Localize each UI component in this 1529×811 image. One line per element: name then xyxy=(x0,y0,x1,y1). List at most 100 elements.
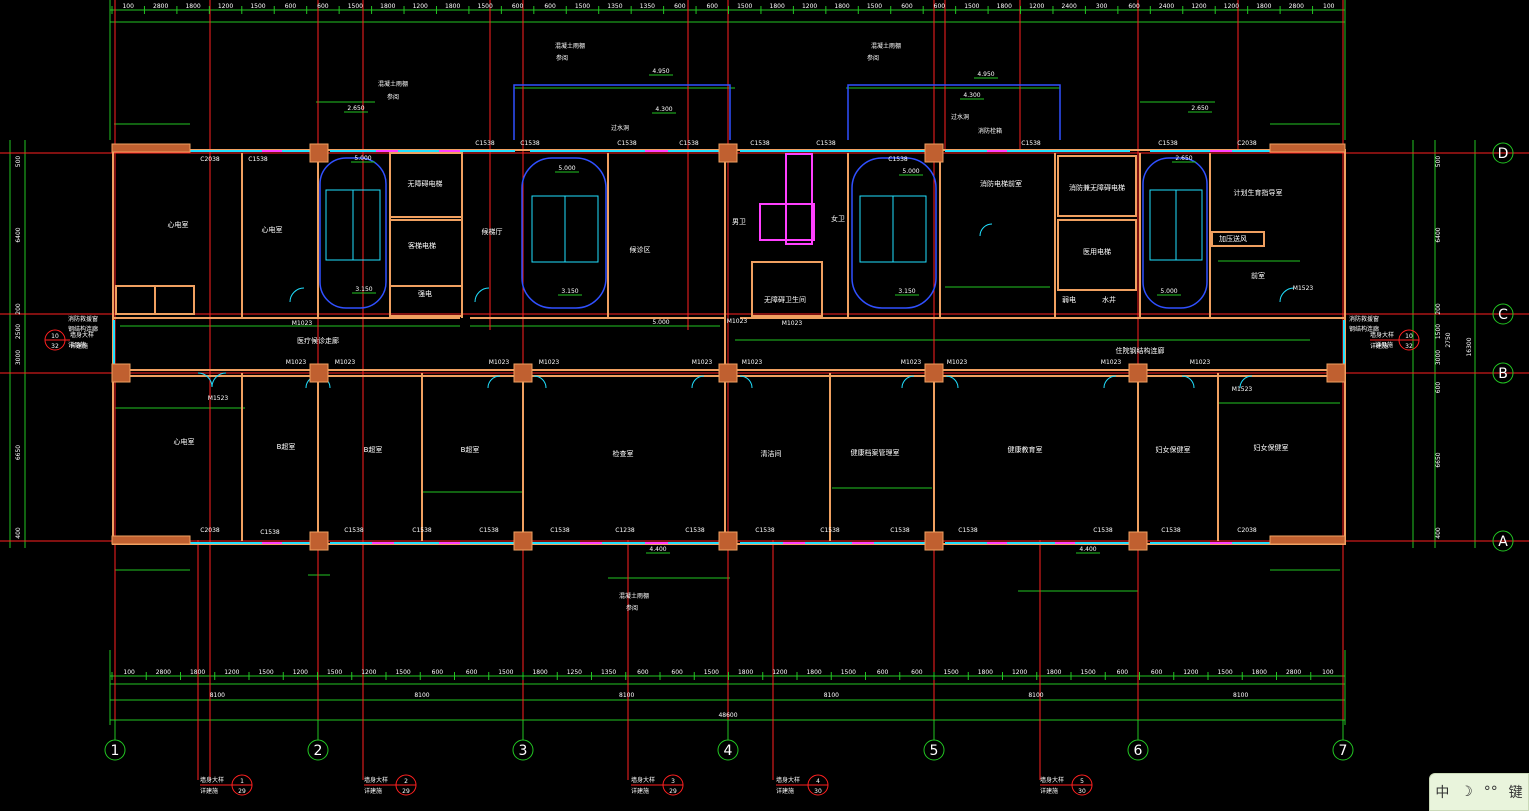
grid-bubble xyxy=(923,739,945,761)
right-dim-text: 2750 xyxy=(1445,332,1452,347)
window-label: C1538 xyxy=(755,527,775,534)
door-label: M1523 xyxy=(208,395,229,402)
grid-bubble xyxy=(512,739,534,761)
bottom-dim-text: 1800 xyxy=(190,669,205,676)
ime-keyboard-icon[interactable]: 键 xyxy=(1508,785,1523,801)
bottom-dim-text: 100 xyxy=(123,669,135,676)
room-label: 妇女保健室 xyxy=(1254,443,1289,452)
grid-bubble xyxy=(717,739,739,761)
top-dim-text: 2800 xyxy=(153,3,168,10)
window-label: C1538 xyxy=(617,140,637,147)
section-tag-sheet: 29 xyxy=(238,788,246,795)
door-label: M1023 xyxy=(1190,359,1211,366)
section-tag-number: 3 xyxy=(671,778,675,785)
window-label: C1538 xyxy=(888,156,908,163)
ime-moon-icon[interactable]: ☽ xyxy=(1460,784,1473,800)
top-dim-text: 300 xyxy=(1096,3,1108,10)
bottom-dim-text: 1500 xyxy=(395,669,410,676)
right-dim-text: 400 xyxy=(1435,527,1442,539)
top-dim-text: 1800 xyxy=(445,3,460,10)
bottom-dim-text: 1500 xyxy=(841,669,856,676)
window-label: C1538 xyxy=(475,140,495,147)
magenta-window-marks xyxy=(262,150,1232,544)
right-dim-text: 16300 xyxy=(1466,337,1473,356)
bottom-dim-text: 1200 xyxy=(1183,669,1198,676)
door-label: M1023 xyxy=(286,359,307,366)
grid-label-row: C xyxy=(1498,307,1508,323)
window-label: C1538 xyxy=(816,140,836,147)
column-markers xyxy=(111,143,1346,551)
bottom-dim-text: 600 xyxy=(1117,669,1129,676)
annotation-text: 混凝土雨棚 xyxy=(378,80,408,88)
annotation-text: 参阅 xyxy=(387,93,399,101)
top-dim-text: 1200 xyxy=(802,3,817,10)
section-tag-sheet: 30 xyxy=(814,788,822,795)
room-label: 妇女保健室 xyxy=(1156,445,1191,454)
top-dim-text: 1500 xyxy=(575,3,590,10)
room-label: B超室 xyxy=(277,442,296,451)
section-tag-number: 10 xyxy=(51,333,59,340)
blue-canopy-outlines xyxy=(319,84,1208,309)
room-label: 健康档案管理室 xyxy=(851,448,900,457)
bottom-dim-text: 1250 xyxy=(567,669,582,676)
grid-label-row: B xyxy=(1498,366,1508,382)
top-dim-text: 600 xyxy=(1128,3,1140,10)
bottom-dim-text: 600 xyxy=(637,669,649,676)
section-tag-number: 2 xyxy=(404,778,408,785)
section-tag-label: 墙身大样 xyxy=(1370,331,1394,339)
top-dim-text: 1500 xyxy=(964,3,979,10)
elevation-value: 3.150 xyxy=(561,288,578,295)
top-dim-text: 600 xyxy=(674,3,686,10)
annotation-text: 钢结构连廊 xyxy=(1349,325,1379,333)
room-label: 前室 xyxy=(1251,271,1265,280)
elevation-value: 2.650 xyxy=(347,105,364,112)
section-tag-sheet: 32 xyxy=(1405,343,1413,350)
top-dim-text: 1500 xyxy=(250,3,265,10)
top-dim-text: 1200 xyxy=(1224,3,1239,10)
bottom-dim-text: 600 xyxy=(877,669,889,676)
door-label: M1523 xyxy=(1293,285,1314,292)
bottom-dim-text: 1800 xyxy=(532,669,547,676)
grid-bubble xyxy=(1492,142,1514,164)
top-dim-text: 600 xyxy=(544,3,556,10)
window-label: C1538 xyxy=(958,527,978,534)
top-dim-text: 1200 xyxy=(218,3,233,10)
ime-punctuation-icon[interactable]: °° xyxy=(1483,784,1498,800)
room-label: 消防兼无障碍电梯 xyxy=(1069,183,1125,192)
room-label: 住院钢结构连廊 xyxy=(1116,346,1165,355)
window-label: C1538 xyxy=(685,527,705,534)
grid-bubble xyxy=(1332,739,1354,761)
room-label: 男卫 xyxy=(732,218,746,226)
top-dim-text: 1350 xyxy=(607,3,622,10)
right-dim-text: 6650 xyxy=(1435,452,1442,467)
room-label: 健康教育室 xyxy=(1008,445,1043,454)
elevation-value: 5.000 xyxy=(902,168,919,175)
bottom-dim-text: 1500 xyxy=(704,669,719,676)
elevation-value: 4.300 xyxy=(963,92,980,99)
top-dim-text: 1350 xyxy=(640,3,655,10)
grid-bubble xyxy=(1492,362,1514,384)
ime-toolbar[interactable]: 中 ☽ °° 键 xyxy=(1429,773,1529,811)
door-label: M1023 xyxy=(335,359,356,366)
top-dim-text: 1200 xyxy=(413,3,428,10)
window-label: C1238 xyxy=(615,527,635,534)
annotation-text: 参阅 xyxy=(556,54,568,62)
top-dim-text: 1800 xyxy=(1256,3,1271,10)
section-tag-label: 详建施 xyxy=(364,787,382,795)
room-label: 弱电 xyxy=(1062,295,1076,304)
door-swings xyxy=(197,223,1295,389)
bottom-dim-text: 1200 xyxy=(361,669,376,676)
window-label: C1538 xyxy=(820,527,840,534)
window-label: C1538 xyxy=(890,527,910,534)
bay-dim-text: 8100 xyxy=(414,692,429,699)
elevation-value: 4.400 xyxy=(1079,546,1096,553)
bay-dim-text: 8100 xyxy=(210,692,225,699)
door-label: M1023 xyxy=(1101,359,1122,366)
bay-dim-text: 8100 xyxy=(1028,692,1043,699)
section-tag-number: 5 xyxy=(1080,778,1084,785)
grid-bubble xyxy=(1492,303,1514,325)
ime-chinese-mode-icon[interactable]: 中 xyxy=(1435,785,1450,801)
